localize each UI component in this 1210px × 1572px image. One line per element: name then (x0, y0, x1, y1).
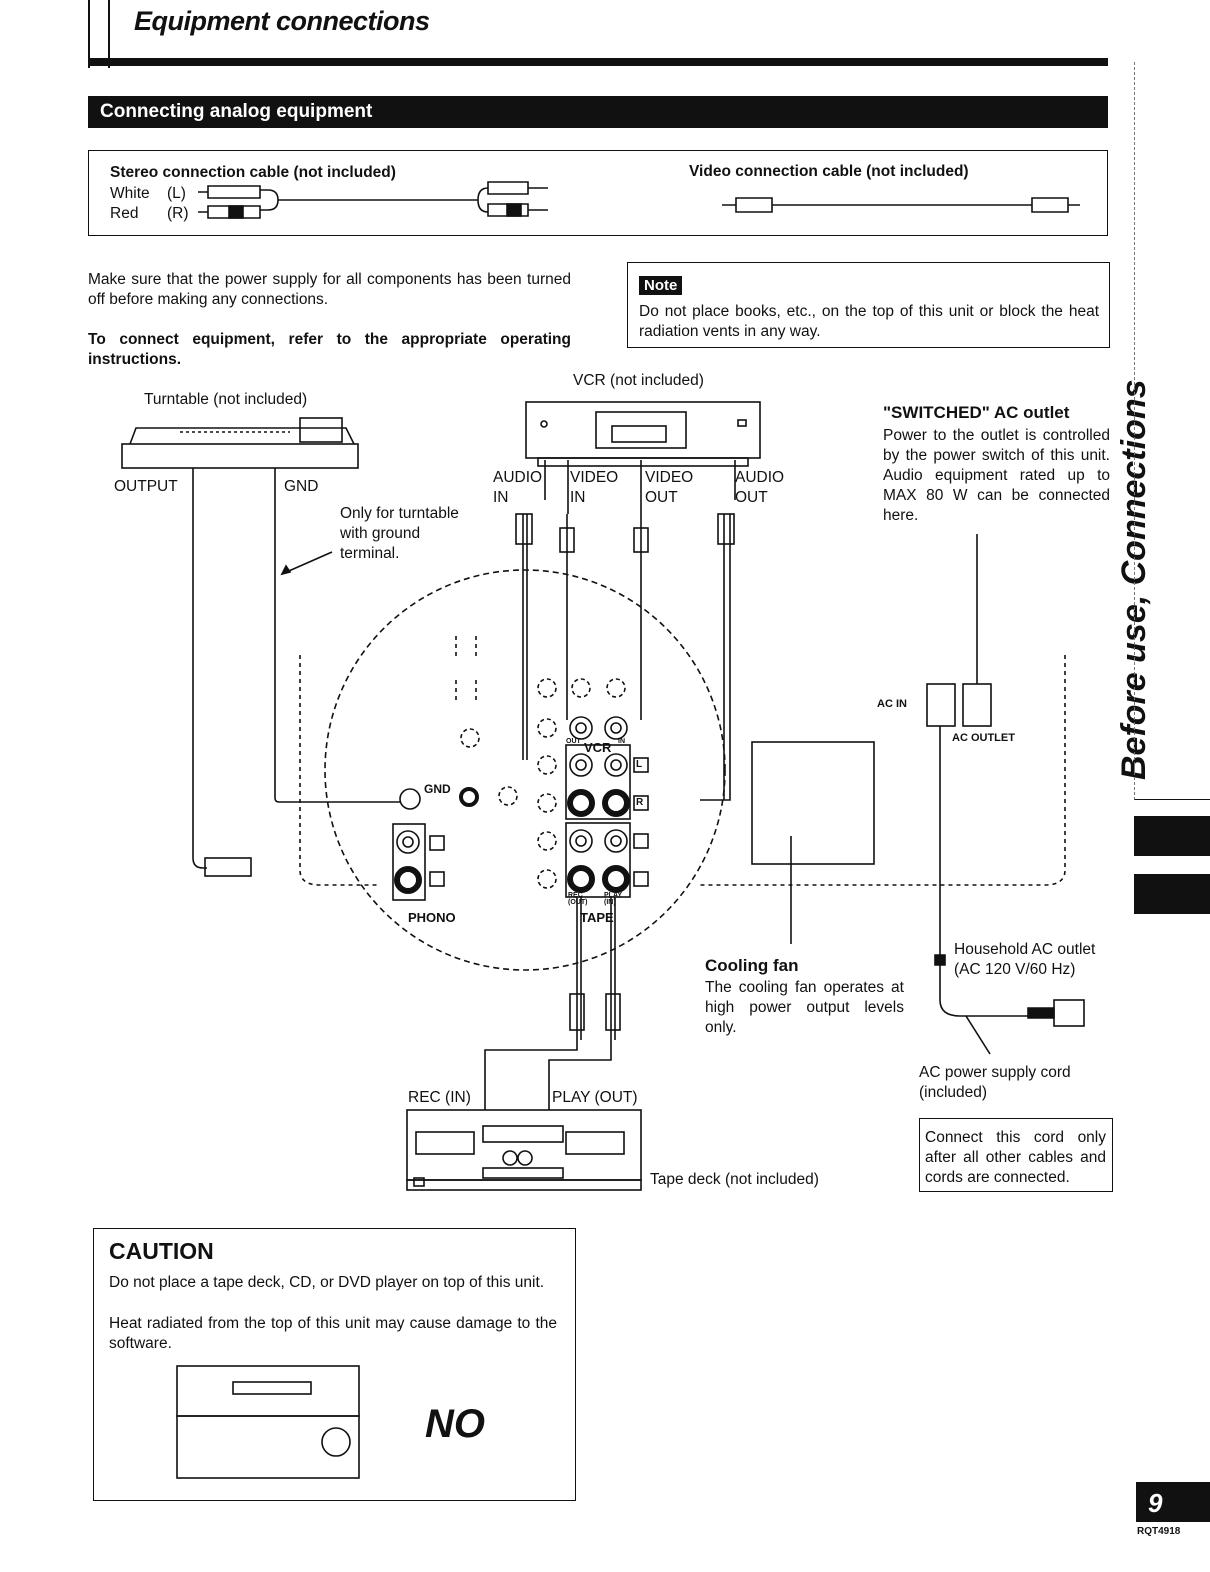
rear-panel-zoom (324, 569, 726, 971)
white-label: White (110, 185, 150, 202)
audio-out-label: AUDIO OUT (735, 469, 785, 506)
ac-outlet-label: AC OUTLET (952, 732, 1015, 744)
ground-note-pointer (281, 551, 333, 575)
intro-text: Make sure that the power supply for all … (88, 271, 571, 308)
side-tab-frame (1134, 62, 1210, 800)
tape-deck-label: Tape deck (not included) (650, 1171, 819, 1188)
stereo-cable-icon (198, 181, 548, 219)
document-code: RQT4918 (1137, 1526, 1181, 1537)
jack-r-label: R (636, 797, 644, 808)
caution-line2: Heat radiated from the top of this unit … (109, 1315, 557, 1352)
turntable-label: Turntable (not included) (144, 391, 308, 408)
cord-note-box (919, 1118, 1113, 1192)
phono-label: PHONO (408, 910, 456, 925)
section-heading: Connecting analog equipment (88, 96, 1108, 128)
switched-outlet-text: Power to the outlet is controlled by the… (883, 427, 1110, 524)
vcr-label: VCR (not included) (573, 372, 704, 389)
turntable-gnd-wire (274, 468, 400, 803)
video-cable-icon (722, 197, 1080, 213)
video-cable-title: Video connection cable (not included) (689, 163, 969, 180)
side-tab-marker-2 (1134, 874, 1210, 914)
ground-note: Only for turntable with ground terminal. (340, 505, 459, 562)
turntable-output-cable (192, 468, 207, 869)
title-rule (88, 58, 1108, 66)
gnd-label: GND (284, 478, 319, 495)
red-channel: (R) (167, 205, 189, 222)
cooling-fan-panel (751, 741, 875, 865)
cord-note-text: Connect this cord only after all other c… (925, 1129, 1106, 1186)
ac-power-cord (939, 726, 1030, 1017)
note-tag: Note (639, 276, 683, 295)
vcr-audio-in-cable (522, 514, 528, 760)
video-out-label: VIDEO OUT (645, 469, 694, 506)
switched-outlet-title: "SWITCHED" AC outlet (883, 403, 1070, 422)
tape-rec-cable (484, 897, 582, 1110)
vcr-plug (515, 513, 533, 545)
rec-in-label: REC (IN) (408, 1089, 471, 1106)
caution-title: CAUTION (109, 1238, 214, 1264)
red-label: Red (110, 205, 139, 222)
play-in-label: PLAY (IN) (604, 892, 622, 906)
cooling-fan-title: Cooling fan (705, 956, 799, 975)
side-tab-marker-1 (1134, 816, 1210, 856)
turntable-illustration (121, 417, 359, 469)
page-number: 9 (1136, 1482, 1210, 1522)
ac-outlet-socket (962, 683, 992, 727)
tape-deck-illustration (406, 1109, 642, 1191)
jack-l-label: L (636, 759, 643, 770)
panel-in-label: IN (618, 738, 625, 745)
cable-legend-box (88, 150, 1108, 236)
stereo-cable-title: Stereo connection cable (not included) (110, 164, 396, 181)
household-plug (1053, 999, 1085, 1027)
no-label: NO (425, 1402, 485, 1446)
ac-in-socket (926, 683, 956, 727)
page-title: Equipment connections (134, 6, 430, 36)
ac-cord-label: AC power supply cord (included) (919, 1064, 1071, 1101)
note-box (627, 262, 1110, 348)
ac-in-label: AC IN (877, 698, 907, 710)
panel-jacks (392, 636, 649, 901)
stacked-units-illustration (176, 1365, 360, 1479)
household-outlet-label: Household AC outlet (AC 120 V/60 Hz) (954, 941, 1096, 978)
tape-play-cable (548, 897, 616, 1110)
panel-vcr-label: VCR (584, 740, 612, 755)
panel-gnd-label: GND (424, 782, 451, 796)
caution-line1: Do not place a tape deck, CD, or DVD pla… (109, 1274, 545, 1291)
tape-label: TAPE (580, 910, 614, 925)
output-label: OUTPUT (114, 478, 178, 495)
vcr-audio-out-cable (700, 514, 731, 801)
play-out-label: PLAY (OUT) (552, 1089, 638, 1106)
intro-instructions: To connect equipment, refer to the appro… (88, 331, 571, 368)
vcr-illustration (525, 401, 761, 467)
video-in-label: VIDEO IN (570, 469, 619, 506)
panel-out-label: OUT (566, 738, 581, 745)
audio-in-label: AUDIO IN (493, 469, 543, 506)
rec-out-label: REC (OUT) (568, 892, 588, 906)
caution-box (93, 1228, 576, 1501)
cooling-fan-text: The cooling fan operates at high power o… (705, 979, 904, 1036)
title-frame (88, 0, 1110, 68)
note-text: Do not place books, etc., on the top of … (639, 303, 1099, 340)
white-channel: (L) (167, 185, 186, 202)
turntable-plug (204, 857, 252, 877)
